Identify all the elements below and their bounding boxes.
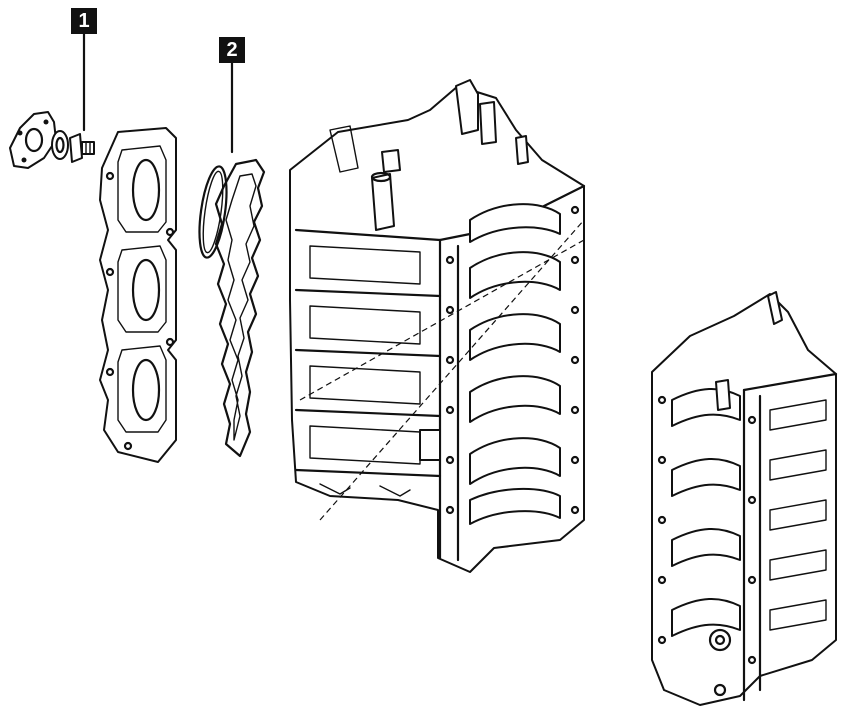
part-1-cover-plate: [9, 111, 57, 169]
part-1-seal-ring: [51, 130, 69, 160]
cylinder-head-cover: [99, 127, 177, 463]
crankcase-secondary: [651, 291, 838, 706]
part-1-fitting: [69, 133, 95, 163]
part-2-gasket: [214, 158, 266, 458]
part-2-o-ring: [198, 165, 228, 259]
callout-2: 2: [219, 37, 245, 63]
callout-1: 1: [71, 8, 97, 34]
crankcase-main: [289, 79, 586, 573]
